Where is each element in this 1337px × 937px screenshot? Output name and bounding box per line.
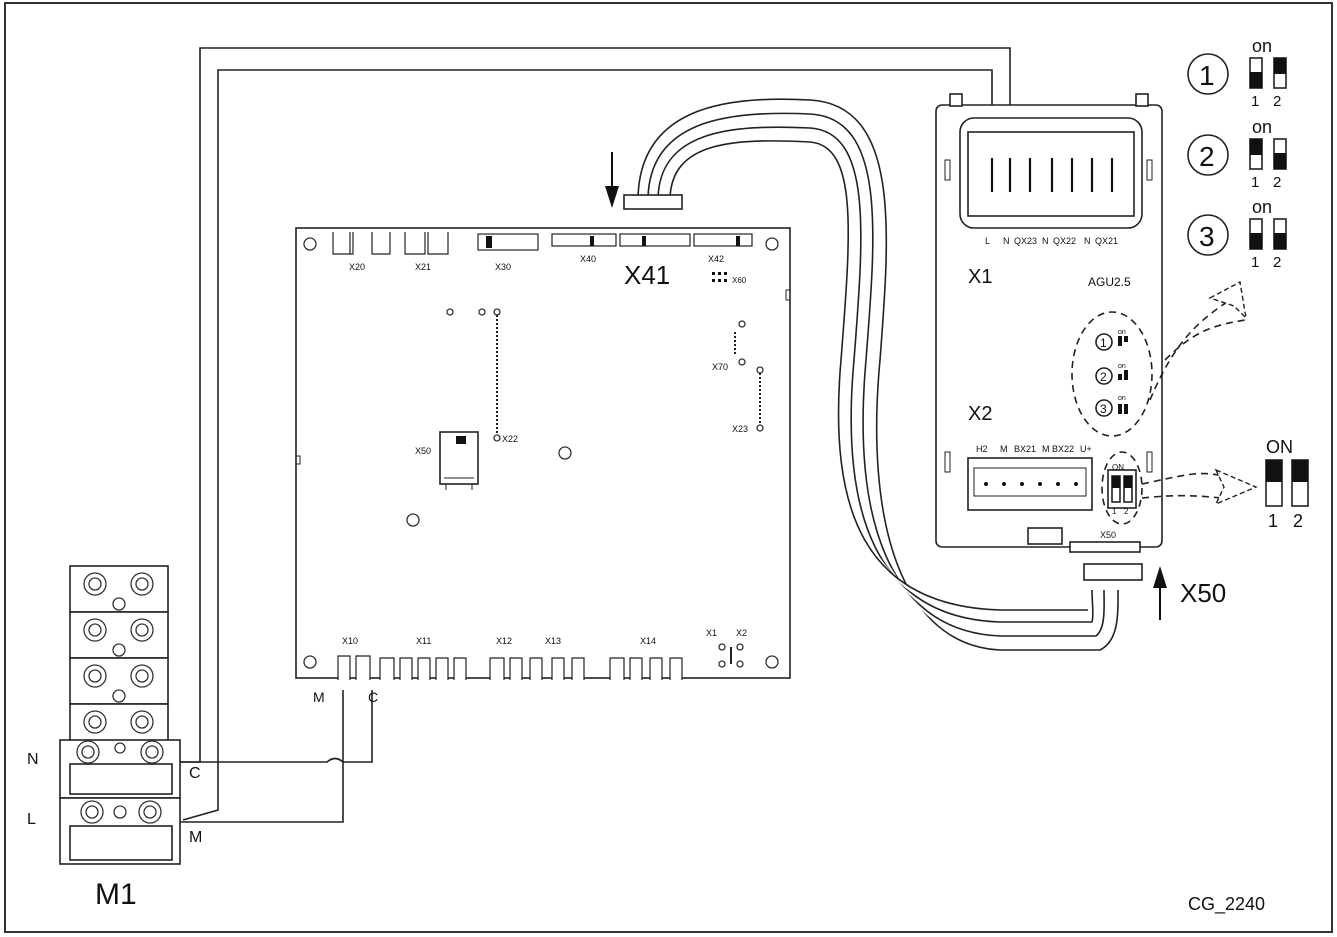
x2-terminal-h2: H2	[976, 444, 988, 454]
label-agu-x50-small: X50	[1100, 530, 1116, 540]
callout-arrows	[1141, 280, 1258, 506]
setting-3-on: on	[1252, 197, 1272, 217]
x1-terminal-l: L	[985, 236, 990, 246]
label-x14: X14	[640, 636, 656, 646]
label-x13: X13	[545, 636, 561, 646]
x2-terminal-u-plus: U+	[1080, 444, 1092, 454]
x2-terminal-bx21: BX21	[1014, 444, 1036, 454]
label-x2: X2	[968, 403, 992, 425]
label-n: N	[27, 751, 39, 768]
callout-sw1: 1	[1268, 511, 1278, 531]
arrow-to-x41	[605, 152, 619, 208]
mini-setting-1: 1	[1100, 336, 1107, 350]
label-l: L	[27, 811, 36, 828]
ribbon-cable	[623, 98, 1143, 651]
label-m1: M1	[95, 878, 137, 911]
agu-dip-on: ON	[1112, 463, 1124, 472]
x2-terminal-m2: M	[1042, 444, 1050, 454]
setting-2-on: on	[1252, 117, 1272, 137]
mini-on-1: on	[1118, 329, 1126, 336]
label-x30: X30	[495, 262, 511, 272]
label-x40: X40	[580, 254, 596, 264]
terminal-block-m1: M1 N L C M	[27, 565, 202, 911]
label-m1-c: C	[189, 765, 201, 782]
mini-setting-2: 2	[1100, 370, 1107, 384]
x1-terminal-qx21: QX21	[1095, 236, 1118, 246]
label-wire-m: M	[313, 689, 325, 705]
setting-3-number: 3	[1199, 221, 1215, 252]
callout-on: ON	[1266, 437, 1293, 457]
label-agu-model: AGU2.5	[1088, 275, 1131, 289]
label-board-x50: X50	[415, 446, 431, 456]
x1-terminal-qx23: QX23	[1014, 236, 1037, 246]
setting-2-sw2: 2	[1273, 174, 1281, 191]
label-x42: X42	[708, 254, 724, 264]
label-board-x2: X2	[736, 628, 747, 638]
setting-1-sw2: 2	[1273, 93, 1281, 110]
dip-settings-legend: 1 on 1 2 2 on 1 2 3 on 1 2	[1187, 36, 1287, 271]
label-x23: X23	[732, 424, 748, 434]
x1-terminal-qx22: QX22	[1053, 236, 1076, 246]
label-x22: X22	[502, 434, 518, 444]
agu-module: L N QX23 N QX22 N QX21 X1 AGU2.5 X2 1 2 …	[935, 93, 1226, 608]
main-board: X20 X21 X30 X40 X42 X41 X60 X70 X23 X22 …	[295, 227, 791, 705]
agu-dip-2: 2	[1124, 507, 1129, 516]
mini-on-2: on	[1118, 363, 1126, 370]
label-x10: X10	[342, 636, 358, 646]
dip-callout: ON 1 2	[1265, 437, 1309, 531]
callout-sw2: 2	[1293, 511, 1303, 531]
label-x11: X11	[416, 636, 431, 646]
label-x12: X12	[496, 636, 512, 646]
setting-3-sw2: 2	[1273, 254, 1281, 271]
mini-on-3: on	[1118, 395, 1126, 402]
setting-1-sw1: 1	[1251, 93, 1259, 110]
setting-3-sw1: 1	[1251, 254, 1259, 271]
setting-1-number: 1	[1199, 60, 1215, 91]
label-agu-x50: X50	[1180, 578, 1226, 608]
x1-terminal-n3: N	[1084, 236, 1091, 246]
mini-dip-settings: 1 2 3 on on on	[1071, 311, 1153, 437]
mini-setting-3: 3	[1100, 402, 1107, 416]
label-x41: X41	[624, 260, 670, 290]
label-x60: X60	[732, 276, 747, 285]
x2-terminal-m1: M	[1000, 444, 1008, 454]
label-m1-m: M	[189, 829, 202, 846]
label-x70: X70	[712, 362, 728, 372]
agu-dip-1: 1	[1112, 507, 1117, 516]
x1-terminal-n2: N	[1042, 236, 1049, 246]
setting-2-number: 2	[1199, 141, 1215, 172]
setting-1-on: on	[1252, 36, 1272, 56]
x2-terminal-bx22: BX22	[1052, 444, 1074, 454]
x1-terminal-n1: N	[1003, 236, 1010, 246]
label-board-x1: X1	[706, 628, 717, 638]
figure-code: CG_2240	[1188, 894, 1265, 915]
arrow-to-x50	[1153, 566, 1167, 620]
setting-2-sw1: 1	[1251, 174, 1259, 191]
label-x21: X21	[415, 262, 431, 272]
label-x1: X1	[968, 266, 992, 288]
label-wire-c: C	[368, 689, 378, 705]
label-x20: X20	[349, 262, 365, 272]
